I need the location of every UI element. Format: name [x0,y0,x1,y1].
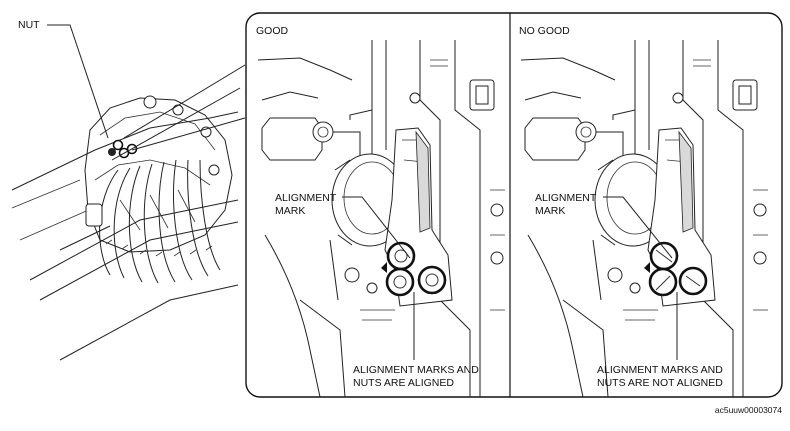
no-good-nut-bottom-left [648,267,678,297]
good-caption-line1: ALIGNMENT MARKS AND [353,364,479,376]
nut-label: NUT [18,19,40,31]
good-alignment-mark-label-2: MARK [275,205,305,217]
figure-code: ac5uuw00003074 [715,405,782,415]
good-nut-bottom-right [417,265,447,295]
nut-leader-line [47,24,109,139]
zoom-line-top [123,64,246,139]
good-alignment-mark-leader [342,196,411,259]
panel-no-good-title: NO GOOD [519,25,570,37]
no-good-alignment-mark-label-2: MARK [535,205,565,217]
good-caption-line2: NUTS ARE ALIGNED [353,377,454,389]
panel-no-good: NO GOOD [519,25,768,398]
no-good-alignment-mark-label: ALIGNMENT [535,192,597,204]
panel-good: GOOD [256,25,505,398]
no-good-alignment-mark-leader [603,196,673,259]
good-nut-group [381,241,447,297]
intake-runners [99,159,221,284]
zoom-line-bottom [131,117,246,151]
no-good-caption-line1: ALIGNMENT MARKS AND [597,364,723,376]
panel-good-title: GOOD [256,25,289,37]
good-nut-bottom-left [385,267,415,297]
no-good-nut-group [644,241,708,297]
good-alignment-mark-label: ALIGNMENT [275,192,337,204]
detail-frame [245,12,783,398]
no-good-caption-line2: NUTS ARE NOT ALIGNED [597,377,723,389]
overview-engine-drawing: NUT [11,19,246,361]
